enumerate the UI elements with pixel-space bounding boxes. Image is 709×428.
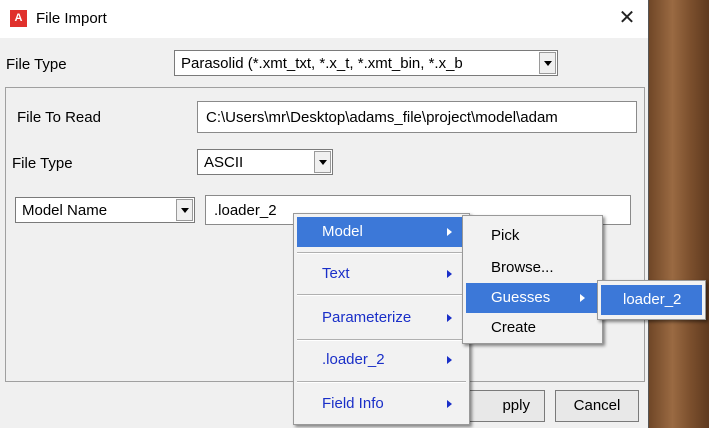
menu-item-label: Text	[322, 265, 350, 282]
submenu-arrow-icon	[447, 270, 452, 278]
file-to-read-label: File To Read	[17, 109, 101, 126]
guess-item-loader[interactable]: loader_2	[601, 285, 702, 315]
file-type-select[interactable]: Parasolid (*.xmt_txt, *.x_t, *.xmt_bin, …	[174, 50, 558, 76]
submenu-item-guesses[interactable]: Guesses	[466, 283, 599, 313]
submenu-arrow-icon	[580, 294, 585, 302]
app-icon: A	[10, 10, 27, 27]
submenu-arrow-icon	[447, 356, 452, 364]
apply-button-label: pply	[502, 397, 530, 414]
inner-file-type-select[interactable]: ASCII	[197, 149, 333, 175]
menu-separator	[297, 339, 466, 341]
chevron-down-icon[interactable]	[176, 199, 193, 221]
menu-item-label: Parameterize	[322, 309, 412, 326]
file-to-read-input[interactable]: C:\Users\mr\Desktop\adams_file\project\m…	[197, 101, 637, 133]
submenu-arrow-icon	[447, 314, 452, 322]
menu-separator	[297, 252, 466, 254]
menu-item-label: Guesses	[491, 289, 551, 306]
apply-button[interactable]: pply	[462, 390, 545, 422]
submenu-item-create[interactable]: Create	[491, 319, 537, 336]
desktop-background	[648, 0, 709, 428]
chevron-down-icon[interactable]	[539, 52, 556, 74]
menu-item-loader[interactable]: .loader_2	[297, 345, 466, 375]
cancel-button[interactable]: Cancel	[555, 390, 639, 422]
menu-item-label: .loader_2	[322, 351, 385, 368]
menu-item-text[interactable]: Text	[297, 259, 466, 289]
file-type-value: Parasolid (*.xmt_txt, *.x_t, *.xmt_bin, …	[181, 55, 463, 72]
model-name-selector[interactable]: Model Name	[15, 197, 195, 223]
file-to-read-value: C:\Users\mr\Desktop\adams_file\project\m…	[206, 109, 558, 126]
menu-item-model[interactable]: Model	[297, 217, 466, 247]
inner-file-type-label: File Type	[12, 155, 73, 172]
close-icon[interactable]: ✕	[618, 7, 636, 29]
file-type-label: File Type	[6, 56, 67, 73]
title-bar: A File Import ✕	[0, 0, 648, 38]
menu-separator	[297, 381, 466, 383]
submenu-arrow-icon	[447, 228, 452, 236]
menu-item-parameterize[interactable]: Parameterize	[297, 303, 466, 333]
menu-item-label: Model	[322, 223, 363, 240]
window-title: File Import	[36, 10, 107, 27]
inner-file-type-value: ASCII	[204, 154, 244, 171]
model-submenu: Pick Browse... Guesses Create	[462, 215, 603, 344]
menu-separator	[297, 294, 466, 296]
context-menu: Model Text Parameterize .loader_2 Field …	[293, 213, 470, 425]
chevron-down-icon[interactable]	[314, 151, 331, 173]
submenu-item-browse[interactable]: Browse...	[491, 259, 554, 276]
submenu-arrow-icon	[447, 400, 452, 408]
menu-item-label: Field Info	[322, 395, 384, 412]
model-name-selector-value: Model Name	[22, 202, 108, 219]
submenu-item-pick[interactable]: Pick	[491, 227, 520, 244]
guesses-submenu: loader_2	[597, 280, 706, 320]
model-name-value: .loader_2	[214, 202, 277, 219]
menu-item-field-info[interactable]: Field Info	[297, 389, 466, 419]
